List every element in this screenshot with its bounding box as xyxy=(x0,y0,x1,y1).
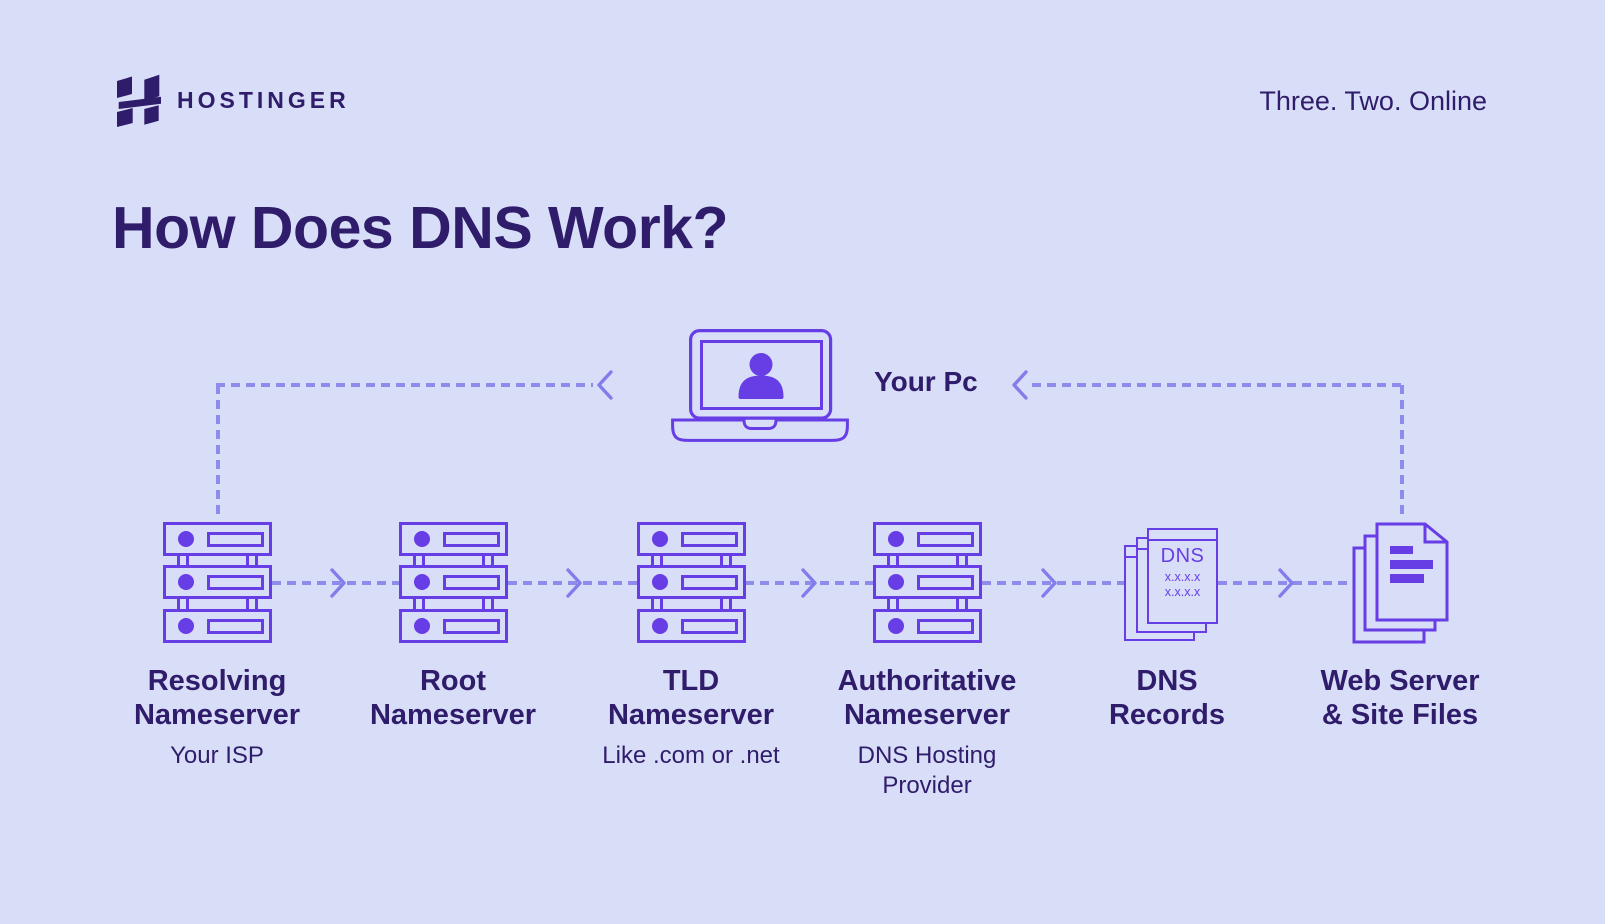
node-title: Authoritative Nameserver xyxy=(837,665,1017,731)
node-label-tld: TLD Nameserver Like .com or .net xyxy=(551,664,831,771)
dns-card-records: x.x.x.x x.x.x.x xyxy=(1164,570,1201,599)
chevron-right-icon xyxy=(1278,568,1294,598)
chevron-left-icon xyxy=(1012,370,1028,400)
node-title: Web Server & Site Files xyxy=(1320,665,1480,731)
node-subtitle: Your ISP xyxy=(170,742,264,769)
dns-records-stack-icon: DNS x.x.x.x x.x.x.x xyxy=(1124,528,1220,644)
dotted-line-tld-authoritative xyxy=(745,581,873,585)
node-label-resolving: Resolving Nameserver Your ISP xyxy=(77,664,357,771)
chevron-right-icon xyxy=(330,568,346,598)
dotted-line-webserver-to-pc-vertical xyxy=(1400,385,1404,519)
node-label-dns-records: DNS Records xyxy=(1027,664,1307,741)
laptop-user-icon xyxy=(671,328,849,442)
node-label-web-server: Web Server & Site Files xyxy=(1260,664,1540,741)
server-rack-icon-authoritative xyxy=(873,522,982,643)
your-pc-label: Your Pc xyxy=(874,366,978,397)
chevron-right-icon xyxy=(566,568,582,598)
dotted-line-webserver-to-pc-horizontal xyxy=(1032,383,1404,387)
dotted-line-resolver-root xyxy=(272,581,399,585)
dns-card-title: DNS xyxy=(1160,545,1205,567)
server-rack-icon-tld xyxy=(637,522,746,643)
node-subtitle: DNS Hosting Provider xyxy=(857,742,997,799)
node-subtitle: Like .com or .net xyxy=(602,742,780,769)
brand-wordmark: HOSTINGER xyxy=(177,87,350,113)
hostinger-logo: HOSTINGER xyxy=(115,73,346,127)
node-title: DNS Records xyxy=(1108,665,1226,731)
chevron-right-icon xyxy=(801,568,817,598)
dotted-line-root-tld xyxy=(508,581,637,585)
server-rack-icon-root xyxy=(399,522,508,643)
brand-tagline: Three. Two. Online xyxy=(1259,86,1487,116)
node-label-authoritative: Authoritative Nameserver DNS Hosting Pro… xyxy=(787,664,1067,801)
page-title: How Does DNS Work? xyxy=(112,195,729,261)
node-title: Resolving Nameserver xyxy=(133,665,301,731)
dotted-line-pc-to-resolver-vertical xyxy=(216,385,220,518)
dotted-line-pc-to-resolver-horizontal xyxy=(216,383,593,387)
hostinger-h-icon xyxy=(117,74,161,127)
chevron-left-icon xyxy=(597,370,613,400)
chevron-right-icon xyxy=(1041,568,1057,598)
dotted-line-dnsrecords-webserver xyxy=(1218,581,1353,585)
node-title: TLD Nameserver xyxy=(607,665,775,731)
node-title: Root Nameserver xyxy=(369,665,537,731)
site-files-stack-icon xyxy=(1352,522,1449,644)
dns-card-front: DNS x.x.x.x x.x.x.x xyxy=(1147,528,1218,624)
server-rack-icon-resolving xyxy=(163,522,272,643)
node-label-root: Root Nameserver xyxy=(313,664,593,741)
